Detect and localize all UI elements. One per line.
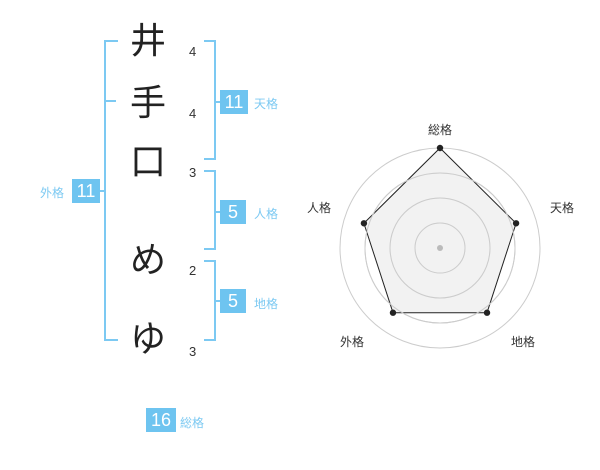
name-char-2: 手 bbox=[129, 83, 166, 124]
radar-point-0 bbox=[436, 144, 444, 152]
radar-label-gaikaku: 外格 bbox=[340, 335, 365, 349]
radar-point-1 bbox=[512, 220, 520, 227]
stroke-count-1: 4 bbox=[189, 44, 197, 59]
name-char-4: め bbox=[129, 240, 166, 281]
name-char-3: 口 bbox=[129, 142, 166, 183]
radar-grid-ring-overlay bbox=[414, 222, 466, 274]
fortune-radar-chart bbox=[339, 144, 541, 349]
name-char-5: ゆ bbox=[129, 319, 166, 360]
radar-label-soukaku: 総格 bbox=[428, 123, 453, 137]
radar-grid-ring-overlay bbox=[364, 172, 516, 324]
stroke-count-2: 4 bbox=[189, 106, 197, 121]
radar-series-polygon bbox=[363, 147, 517, 314]
chikaku-label: 地格 bbox=[254, 297, 279, 311]
gaikaku-label: 外格 bbox=[40, 186, 65, 200]
radar-grid-ring-overlay bbox=[389, 197, 491, 299]
stroke-count-4: 2 bbox=[189, 263, 197, 278]
jinkaku-label: 人格 bbox=[254, 207, 279, 221]
radar-point-3 bbox=[389, 309, 397, 316]
radar-label-tenkaku: 天格 bbox=[550, 201, 575, 215]
tenkaku-value: 11 bbox=[220, 90, 248, 114]
radar-center-dot bbox=[437, 245, 443, 251]
chikaku-value: 5 bbox=[220, 289, 246, 313]
name-char-1: 井 bbox=[129, 21, 166, 62]
stroke-count-5: 3 bbox=[189, 344, 197, 359]
radar-label-jinkaku: 人格 bbox=[307, 201, 332, 215]
radar-point-2 bbox=[483, 309, 491, 316]
gaikaku-value: 11 bbox=[72, 179, 100, 203]
soukaku-value: 16 bbox=[146, 408, 176, 432]
stroke-count-3: 3 bbox=[189, 165, 197, 180]
soukaku-label: 総格 bbox=[180, 416, 205, 430]
jinkaku-value: 5 bbox=[220, 200, 246, 224]
tenkaku-label: 天格 bbox=[254, 97, 279, 111]
radar-label-chikaku: 地格 bbox=[511, 335, 536, 349]
radar-point-4 bbox=[360, 220, 368, 227]
